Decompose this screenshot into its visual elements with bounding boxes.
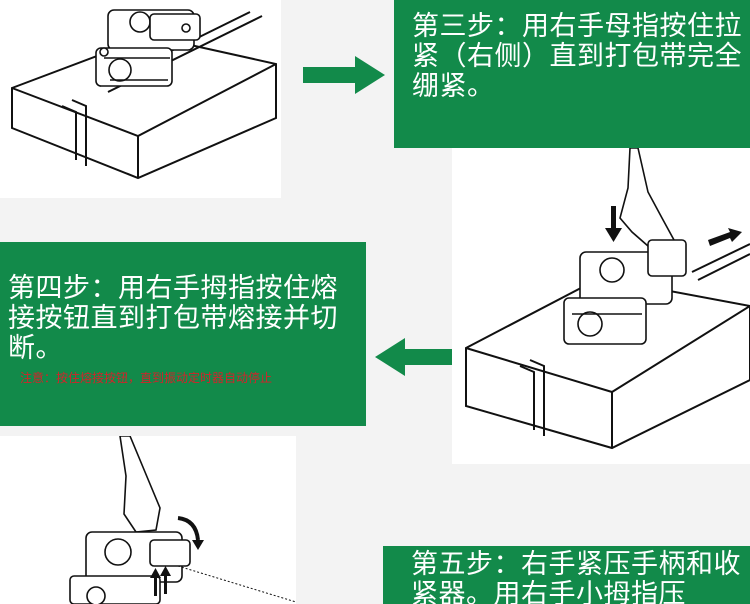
welding-tool-illustration (465, 148, 750, 450)
step4-illustration-panel (452, 148, 750, 464)
motion-arrow-icon (708, 228, 742, 246)
step3-text: 第三步：用右手母指按住拉紧（右侧）直到打包带完全绷紧。 (412, 11, 742, 102)
step4-instruction-box: 第四步：用右手拇指按住熔接按钮直到打包带熔接并切断。 注意：按住熔接按钮，直到振… (0, 242, 366, 426)
up-arrow-icon (150, 566, 171, 596)
step3-illustration-panel (0, 0, 281, 198)
strapping-tool-on-box-illustration (11, 9, 277, 180)
step5-text: 第五步：右手紧压手柄和收紧器。用右手小拇指压 (411, 549, 741, 604)
step3-instruction-box: 第三步：用右手母指按住拉紧（右侧）直到打包带完全绷紧。 (394, 0, 750, 148)
down-arrow-icon (605, 206, 622, 242)
arrow-right-icon (303, 54, 387, 96)
tensioner-release-illustration (69, 436, 296, 604)
step5-instruction-box: 第五步：右手紧压手柄和收紧器。用右手小拇指压 (383, 546, 750, 604)
arrow-left-icon (373, 336, 457, 378)
step4-text: 第四步：用右手拇指按住熔接按钮直到打包带熔接并切断。 (8, 273, 338, 364)
curved-arrow-icon (177, 516, 200, 541)
step4-note: 注意：按住熔接按钮，直到振动定时器自动停止 (20, 371, 273, 385)
step5-illustration-panel (0, 436, 296, 604)
